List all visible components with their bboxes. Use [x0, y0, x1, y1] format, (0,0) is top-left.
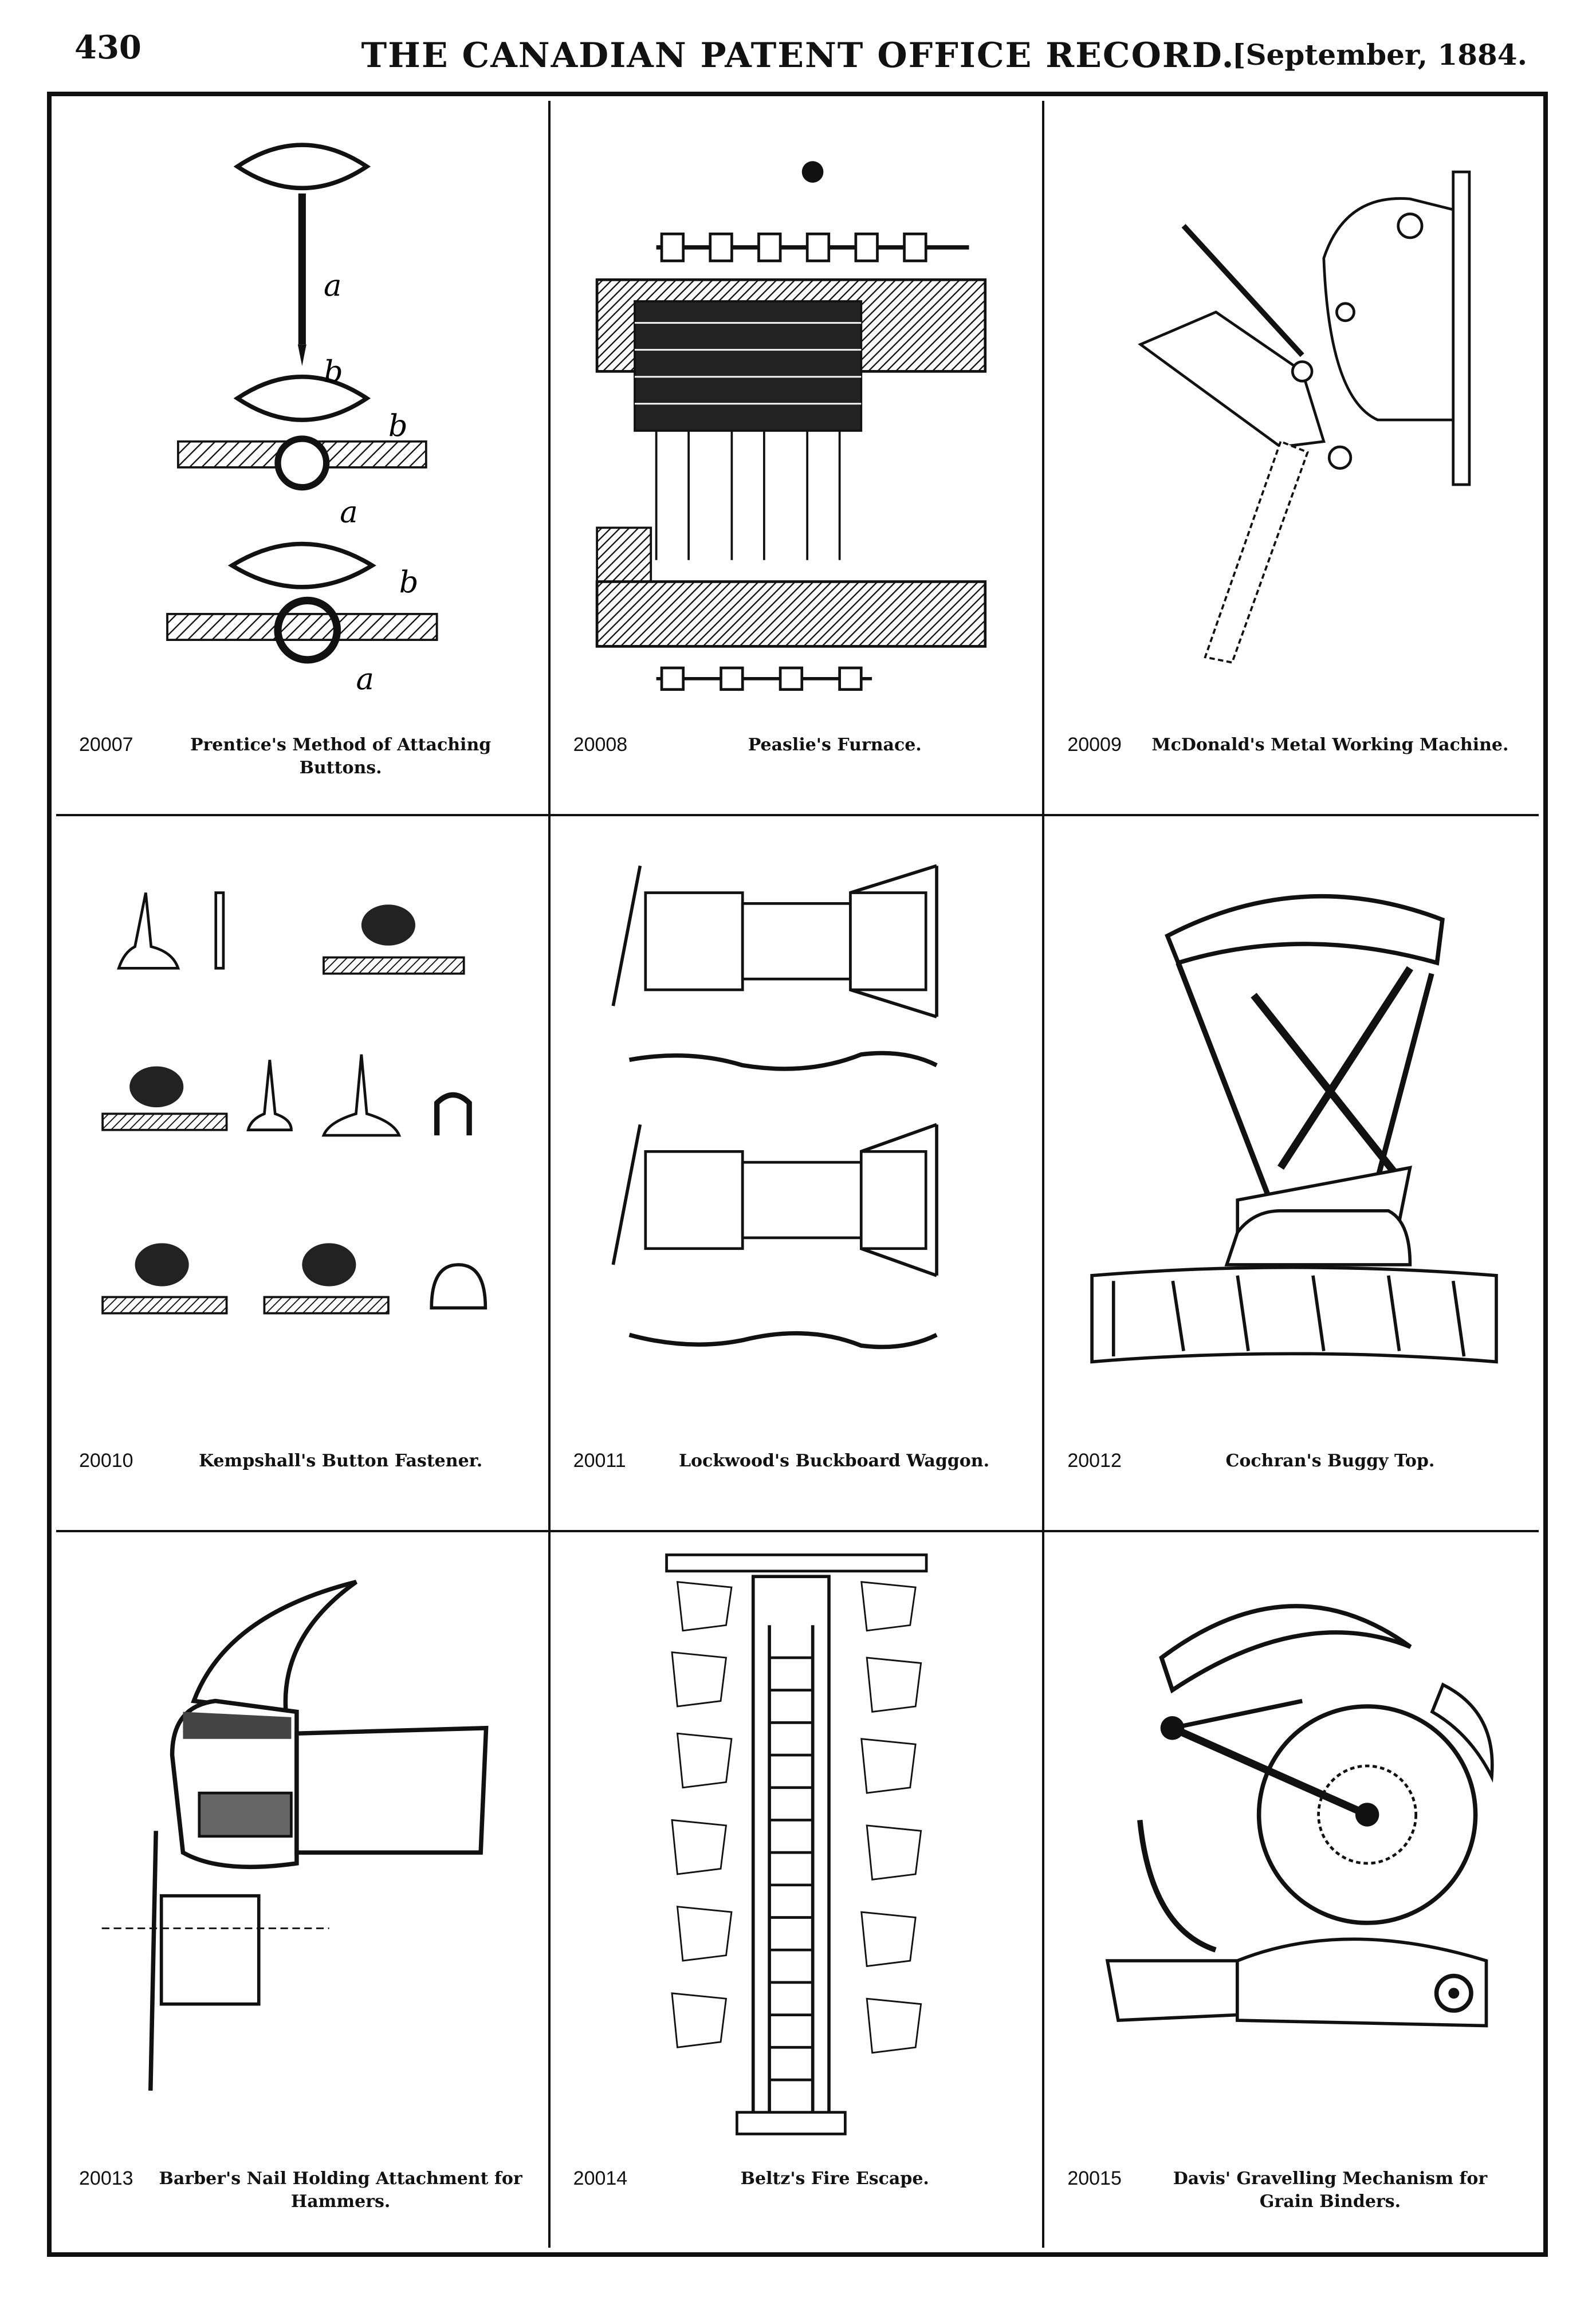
page-number: 430: [74, 29, 141, 66]
patent-cell: 20011 Lockwood's Buckboard Waggon.: [550, 816, 1045, 1532]
issue-date: [September, 1884.: [1232, 38, 1527, 72]
patent-drawing: [73, 1549, 531, 2145]
patent-cell: 20014 Beltz's Fire Escape.: [551, 1532, 1045, 2248]
patent-cell: 20009 McDonald's Metal Working Machine.: [1044, 101, 1539, 817]
patent-number: 20009: [1067, 734, 1122, 756]
patent-cell: 20013 Barber's Nail Holding Attachment f…: [56, 1532, 551, 2248]
patent-number: 20010: [79, 1449, 133, 1472]
plate-frame: a b b a b a 20007 Prentice's Method of A…: [47, 92, 1548, 2257]
patent-title: McDonald's Metal Working Machine.: [1151, 735, 1509, 756]
patent-drawing: [568, 833, 1025, 1426]
patent-title: Beltz's Fire Escape.: [740, 2169, 929, 2189]
patent-drawing: [73, 833, 531, 1426]
svg-text:b: b: [399, 565, 419, 600]
svg-text:b: b: [388, 408, 408, 443]
svg-text:b: b: [324, 355, 343, 390]
page-header: 430 THE CANADIAN PATENT OFFICE RECORD. […: [0, 0, 1596, 92]
patent-title: Kempshall's Button Fastener.: [199, 1450, 483, 1471]
patent-drawing: [1062, 118, 1522, 711]
patent-title: Cochran's Buggy Top.: [1225, 1450, 1435, 1471]
svg-text:a: a: [340, 495, 357, 530]
patent-cell: a b b a b a 20007 Prentice's Method of A…: [56, 101, 551, 817]
patent-grid: a b b a b a 20007 Prentice's Method of A…: [56, 101, 1539, 2248]
svg-text:a: a: [356, 662, 374, 697]
patent-drawing: [1062, 1549, 1522, 2145]
patent-number: 20013: [79, 2167, 133, 2189]
patent-title: Lockwood's Buckboard Waggon.: [678, 1450, 990, 1471]
patent-drawing: [568, 118, 1025, 711]
patent-caption: 20007 Prentice's Method of Attaching But…: [79, 734, 525, 791]
patent-number: 20014: [573, 2167, 628, 2189]
patent-caption: 20011 Lockwood's Buckboard Waggon.: [573, 1450, 1020, 1507]
patent-caption: 20009 McDonald's Metal Working Machine.: [1067, 734, 1516, 791]
publication-title: THE CANADIAN PATENT OFFICE RECORD.: [361, 36, 1235, 76]
patent-cell: 20008 Peaslie's Furnace.: [550, 101, 1045, 817]
patent-number: 20012: [1067, 1449, 1122, 1472]
patent-caption: 20015 Davis' Gravelling Mechanism for Gr…: [1067, 2167, 1516, 2225]
patent-title: Prentice's Method of Attaching Buttons.: [190, 735, 492, 778]
patent-drawing: [568, 1549, 1025, 2145]
patent-title: Davis' Gravelling Mechanism for Grain Bi…: [1173, 2169, 1488, 2212]
svg-text:a: a: [324, 269, 341, 304]
patent-title: Barber's Nail Holding Attachment for Ham…: [159, 2169, 522, 2212]
patent-caption: 20014 Beltz's Fire Escape.: [573, 2167, 1020, 2225]
patent-number: 20015: [1067, 2167, 1122, 2189]
patent-drawing: [1062, 833, 1522, 1426]
patent-number: 20011: [573, 1449, 626, 1472]
patent-number: 20007: [79, 734, 133, 756]
patent-cell: 20012 Cochran's Buggy Top.: [1044, 816, 1539, 1532]
patent-caption: 20012 Cochran's Buggy Top.: [1067, 1450, 1516, 1507]
patent-caption: 20013 Barber's Nail Holding Attachment f…: [79, 2167, 525, 2225]
patent-title: Peaslie's Furnace.: [748, 735, 922, 756]
patent-cell: 20015 Davis' Gravelling Mechanism for Gr…: [1044, 1532, 1539, 2248]
patent-number: 20008: [573, 734, 628, 756]
patent-cell: 20010 Kempshall's Button Fastener.: [56, 816, 551, 1532]
patent-drawing: a b b a b a: [73, 118, 531, 711]
patent-caption: 20010 Kempshall's Button Fastener.: [79, 1450, 525, 1507]
patent-caption: 20008 Peaslie's Furnace.: [573, 734, 1020, 791]
